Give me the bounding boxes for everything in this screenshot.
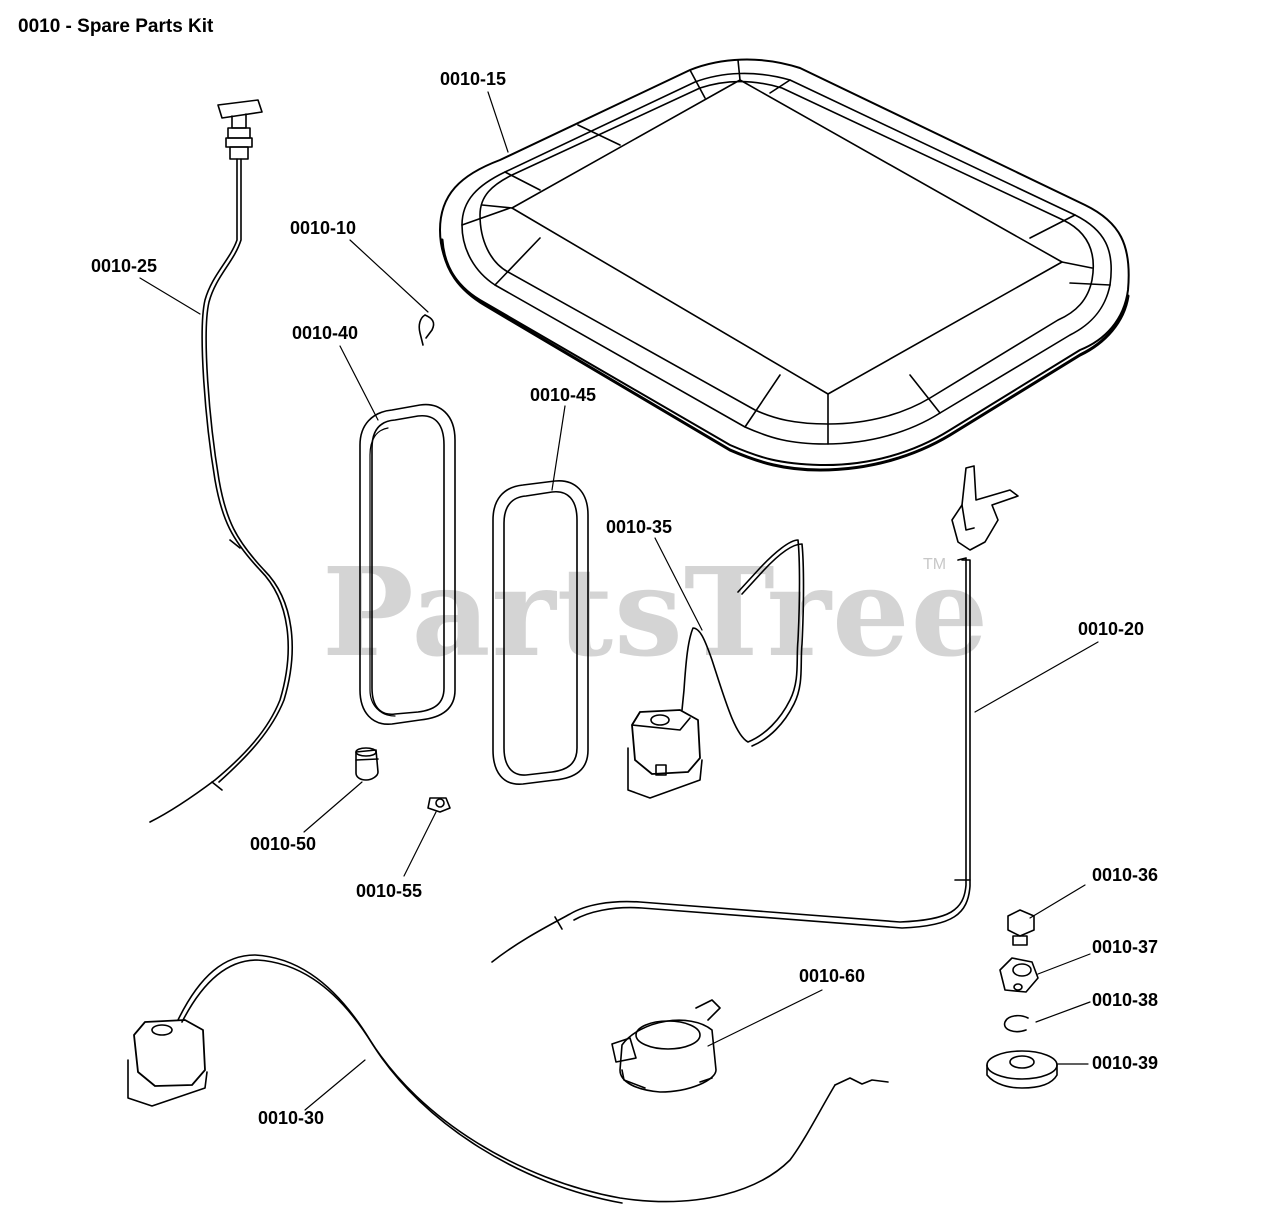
drive-belt-small[interactable] — [492, 480, 589, 785]
callout-0010-25[interactable]: 0010-25 — [91, 256, 158, 276]
callout-0010-55[interactable]: 0010-55 — [356, 881, 423, 901]
callout-0010-45[interactable]: 0010-45 — [530, 385, 597, 405]
flat-washer[interactable] — [986, 1050, 1058, 1089]
choke-cable[interactable] — [149, 99, 293, 823]
callout-0010-36[interactable]: 0010-36 — [1092, 865, 1159, 885]
callout-0010-30[interactable]: 0010-30 — [258, 1108, 325, 1128]
callout-0010-50[interactable]: 0010-50 — [250, 834, 317, 854]
clip[interactable] — [418, 314, 435, 346]
callout-0010-39[interactable]: 0010-39 — [1092, 1053, 1159, 1073]
seat-cushion[interactable] — [439, 58, 1130, 472]
deck-engagement-cable[interactable] — [127, 954, 889, 1204]
trademark-symbol: TM — [923, 556, 947, 573]
drive-belt-large[interactable] — [359, 403, 456, 725]
throttle-cable[interactable] — [491, 465, 1019, 963]
callout-0010-20[interactable]: 0010-20 — [1078, 619, 1145, 639]
blade-brake-cable[interactable] — [627, 539, 805, 799]
callout-0010-40[interactable]: 0010-40 — [292, 323, 359, 343]
inline-filter[interactable] — [611, 999, 721, 1093]
callout-0010-37[interactable]: 0010-37 — [1092, 937, 1159, 957]
cable-clamp[interactable] — [427, 797, 451, 813]
callout-0010-10[interactable]: 0010-10 — [290, 218, 357, 238]
e-clip[interactable] — [1003, 1014, 1029, 1033]
hex-bolt[interactable] — [1007, 909, 1035, 946]
leader-lines — [139, 91, 1099, 1111]
grommet-fitting[interactable] — [355, 747, 379, 781]
hex-nut[interactable] — [999, 957, 1039, 993]
callout-0010-15[interactable]: 0010-15 — [440, 69, 507, 89]
callout-0010-60[interactable]: 0010-60 — [799, 966, 866, 986]
callout-0010-38[interactable]: 0010-38 — [1092, 990, 1159, 1010]
partstree-watermark: PartsTree — [322, 540, 990, 684]
page-title: 0010 - Spare Parts Kit — [18, 16, 214, 37]
callout-0010-35[interactable]: 0010-35 — [606, 517, 673, 537]
